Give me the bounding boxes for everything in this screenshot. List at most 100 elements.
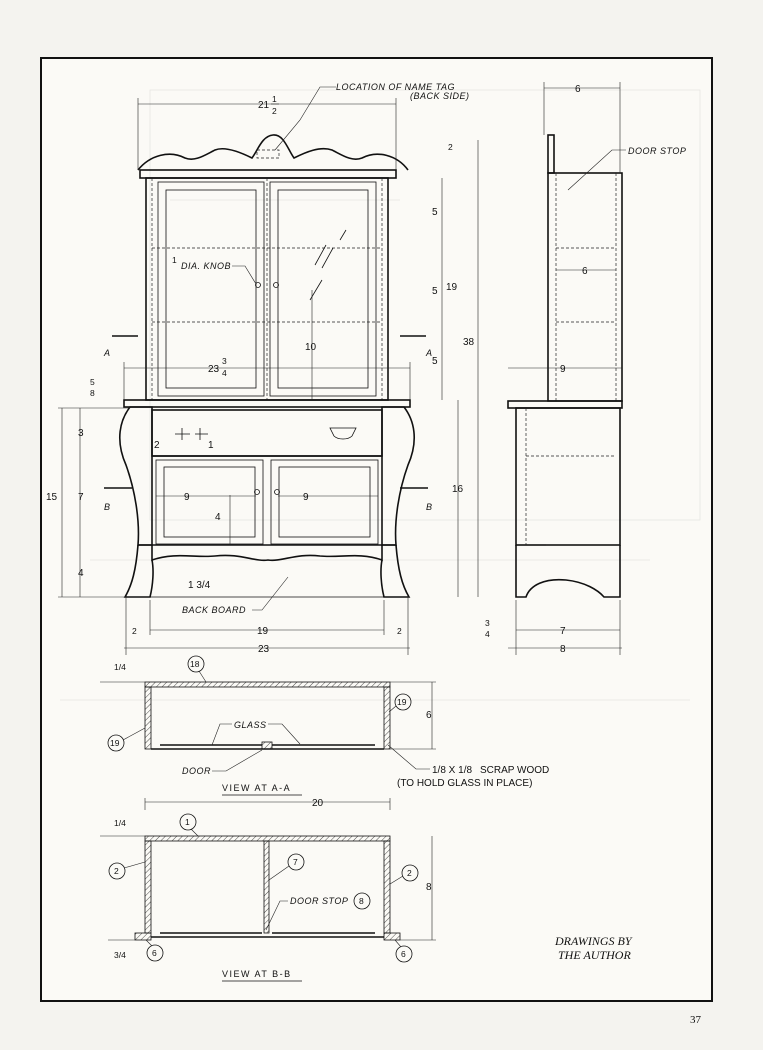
aa-callout-18: 18	[187, 655, 207, 683]
section-b-right: B	[426, 502, 433, 512]
aa-scrap-label: SCRAP WOOD	[480, 765, 549, 776]
bb-three-quarter: 3/4	[114, 950, 126, 960]
knob-lower-right	[274, 489, 280, 495]
dim-lower-total: 15	[46, 492, 58, 503]
upper-glass-right	[277, 189, 369, 389]
svg-text:19: 19	[110, 738, 120, 748]
knob-lower-left	[254, 489, 260, 495]
dim-top-depth: 6	[575, 84, 581, 95]
aa-quarter: 1/4	[114, 662, 126, 672]
knob-upper-left	[255, 282, 261, 288]
dim-drawer-height: 3	[78, 428, 84, 439]
dim-top-width: 21	[258, 100, 270, 111]
dim-shelf-gap-1: 5	[432, 207, 438, 218]
apron	[151, 545, 383, 562]
knob-upper-right	[273, 282, 279, 288]
view-b-b: 1/4 3/4 8 1 2 2 7 DOOR STOP 8	[100, 813, 436, 982]
section-a-right: A	[425, 348, 433, 358]
bb-bottom-right	[383, 932, 401, 941]
svg-text:4: 4	[485, 629, 490, 639]
bleed-through-background	[60, 89, 701, 701]
aa-scrap-size: 1/8 X 1/8	[432, 765, 472, 776]
lower-case-outline	[119, 406, 153, 546]
dim-inner-left: 9	[184, 492, 190, 503]
dim-shelf-gap-3: 5	[432, 356, 438, 367]
dim-lower-height: 16	[452, 484, 464, 495]
bb-title: VIEW AT B-B	[222, 969, 292, 979]
side-base	[515, 545, 621, 598]
name-tag-outline	[256, 149, 280, 159]
dim-base-depth: 7	[560, 626, 566, 637]
lower-door-left	[155, 459, 264, 545]
lower-glass-right	[278, 466, 371, 538]
dim-drawer-left: 2	[154, 440, 160, 451]
svg-text:8: 8	[359, 896, 364, 906]
lower-case-outline-r	[381, 406, 415, 546]
svg-text:DOOR STOP: DOOR STOP	[290, 896, 348, 906]
front-annotations: LOCATION OF NAME TAG (BACK SIDE) 21 1 2 …	[46, 82, 479, 655]
door-stop-label: DOOR STOP	[628, 146, 686, 156]
dim-overall-width: 23	[258, 644, 270, 655]
svg-text:5: 5	[90, 377, 95, 387]
aa-scrap-sub: (TO HOLD GLASS IN PLACE)	[397, 778, 532, 789]
dim-upper-height: 19	[446, 282, 458, 293]
credit-line-1: DRAWINGS BY	[554, 934, 633, 948]
aa-top-panel	[144, 681, 391, 688]
svg-text:2: 2	[448, 142, 453, 152]
svg-text:2: 2	[132, 626, 137, 636]
bb-top-panel	[144, 835, 391, 842]
dim-shelf-gap-2: 5	[432, 286, 438, 297]
dim-knob-drop: 4	[215, 512, 221, 523]
aa-door-stop	[261, 741, 273, 750]
upper-door-left	[157, 181, 265, 397]
svg-text:1: 1	[185, 817, 190, 827]
dim-inside-width: 19	[257, 626, 269, 637]
dim-knob-height: 10	[305, 342, 317, 353]
view-a-a: 1/4 6 18 19 19 GLASS DOOR 1/8 X 1/8 SCRA…	[100, 655, 549, 810]
svg-text:8: 8	[90, 388, 95, 398]
dim-upper-depth: 9	[560, 364, 566, 375]
svg-text:2: 2	[272, 106, 277, 116]
side-elevation	[507, 134, 623, 598]
dim-total-height: 38	[463, 337, 475, 348]
svg-text:18: 18	[190, 659, 200, 669]
aa-title: VIEW AT A-A	[222, 783, 291, 793]
name-tag-leader	[274, 86, 336, 151]
mid-top	[123, 399, 411, 408]
dim-inner-right: 9	[303, 492, 309, 503]
front-elevation	[119, 134, 415, 598]
aa-callout-19-left: 19	[107, 727, 146, 752]
back-board-label: BACK BOARD	[182, 605, 246, 615]
bb-left-side	[144, 840, 152, 934]
dim-drawer-right: 1	[208, 440, 214, 451]
aa-glass-label: GLASS	[234, 720, 267, 730]
crest-outline	[137, 134, 409, 171]
knob-label: DIA. KNOB	[181, 261, 231, 271]
svg-text:3: 3	[222, 356, 227, 366]
upper-glass-left	[165, 189, 257, 389]
name-tag-sub-label: (BACK SIDE)	[410, 91, 470, 101]
aa-right-side	[383, 686, 391, 750]
side-annotations: 6 DOOR STOP 6 9 7 8 3 4	[485, 82, 686, 655]
upper-door-right	[269, 181, 377, 397]
svg-text:4: 4	[222, 368, 227, 378]
aa-depth: 6	[426, 710, 432, 721]
dim-shelf-depth: 6	[582, 266, 588, 277]
svg-text:6: 6	[401, 949, 406, 959]
dim-door-height: 7	[78, 492, 84, 503]
aa-callout-19-right: 19	[388, 693, 412, 713]
bb-callout-2-left: 2	[108, 861, 146, 880]
lower-door-right	[270, 459, 379, 545]
dim-upper-width: 23	[208, 364, 220, 375]
glass-glare	[309, 229, 347, 301]
svg-text:2: 2	[397, 626, 402, 636]
bb-bottom-left	[134, 932, 152, 941]
svg-text:1: 1	[272, 94, 277, 104]
aa-width: 20	[312, 798, 324, 809]
bb-divider	[263, 840, 270, 934]
bb-callout-1: 1	[179, 813, 199, 837]
dim-overall-depth: 8	[560, 644, 566, 655]
bb-callout-2-right: 2	[389, 864, 419, 885]
svg-text:2: 2	[407, 868, 412, 878]
